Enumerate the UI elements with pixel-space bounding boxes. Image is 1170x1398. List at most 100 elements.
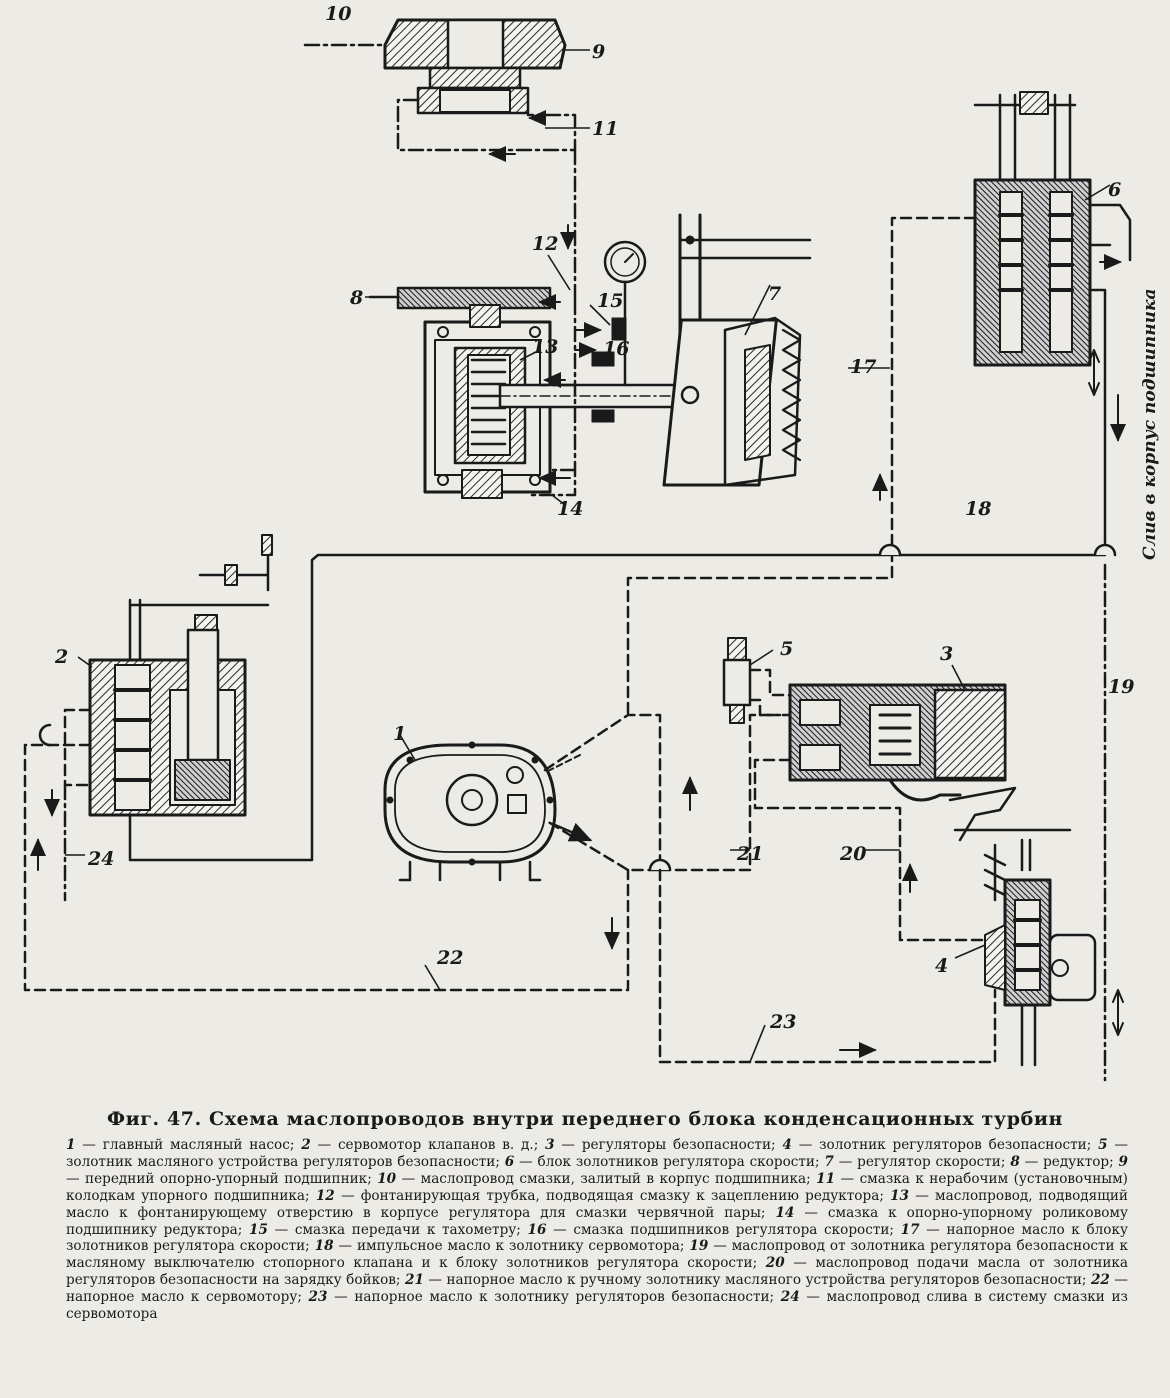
legend-separator: ; xyxy=(305,1187,316,1204)
valve-block-6 xyxy=(973,91,1132,367)
legend-separator: ; xyxy=(289,1137,302,1153)
legend-item: 16 — смазка подшипников регулятора скоро… xyxy=(528,1222,890,1238)
label-13: 13 xyxy=(532,336,558,358)
main-oil-pump-1 xyxy=(383,741,557,882)
legend-item: 23 — напорное масло к золотнику регулято… xyxy=(309,1289,770,1305)
legend-item-text: главный масляный насос xyxy=(102,1137,290,1153)
legend-dash: — xyxy=(396,1170,421,1187)
legend-item-text: напорное масло к золотнику регуляторов б… xyxy=(354,1289,770,1306)
label-17: 17 xyxy=(850,356,876,378)
label-3: 3 xyxy=(940,643,953,665)
legend-separator: ; xyxy=(771,1137,783,1153)
legend-item-number: 19 xyxy=(689,1238,709,1255)
legend-separator: ; xyxy=(1000,1153,1011,1170)
legend-item: 13 — маслопровод, подводящий масло к фон… xyxy=(66,1188,1128,1221)
legend-item-number: 17 xyxy=(900,1221,920,1238)
legend-item-text: маслопровод от золотника регулятора безо… xyxy=(66,1238,1128,1272)
label-14: 14 xyxy=(557,498,583,520)
line-18 xyxy=(128,288,1107,862)
line-23 xyxy=(658,868,997,1064)
legend-item-text: смазка к опорно-упорному роликовому подш… xyxy=(66,1204,1128,1238)
safety-regulators-3 xyxy=(788,683,1072,842)
legend-dash: — xyxy=(267,1221,295,1238)
legend-item-text: регулятор скорости xyxy=(857,1153,1001,1170)
legend-dash: — xyxy=(784,1255,816,1272)
legend-item-text: смазка к нерабочим (установочным) колодк… xyxy=(66,1170,1128,1204)
legend-dash: — xyxy=(1107,1137,1128,1153)
legend-item-text: золотник регуляторов безопасности xyxy=(819,1137,1087,1153)
legend-separator: ; xyxy=(495,1153,505,1170)
label-2: 2 xyxy=(54,646,68,668)
legend-item: 6 — блок золотников регулятора скорости xyxy=(505,1154,815,1170)
legend-dash: — xyxy=(333,1238,357,1255)
legend-item: 20 — маслопровод подачи масла от золотни… xyxy=(66,1255,1128,1288)
legend-separator: ; xyxy=(879,1187,891,1204)
line-22 xyxy=(23,743,630,992)
legend-separator: ; xyxy=(752,1255,766,1272)
line-20 xyxy=(753,758,997,942)
legend-item: 15 — смазка передачи к тахометру xyxy=(249,1222,516,1238)
legend-item-text: передний опорно-упорный подшипник xyxy=(85,1170,368,1187)
label-4: 4 xyxy=(935,955,948,977)
legend-separator: ; xyxy=(806,1170,817,1187)
legend-item-number: 4 xyxy=(782,1137,792,1153)
legend-item-number: 24 xyxy=(780,1289,800,1306)
legend-item-text: редуктор xyxy=(1043,1153,1110,1170)
legend-item-text: маслопровод слива в систему смазки из се… xyxy=(66,1289,1128,1323)
legend-item-number: 8 xyxy=(1010,1153,1020,1170)
legend-item-number: 20 xyxy=(765,1255,785,1272)
legend-item-number: 9 xyxy=(1118,1153,1129,1170)
legend-item-text: напорное масло к ручному золотнику масля… xyxy=(446,1272,1082,1289)
legend-item-number: 15 xyxy=(249,1221,268,1238)
legend-separator: ; xyxy=(1086,1137,1099,1153)
legend-item-number: 14 xyxy=(775,1204,795,1221)
legend-dash: — xyxy=(794,1204,828,1221)
legend-item: 10 — маслопровод смазки, залитый в корпу… xyxy=(377,1171,806,1187)
line-17 xyxy=(626,216,977,717)
legend-dash: — xyxy=(708,1238,732,1255)
legend-item: 7 — регулятор скорости xyxy=(824,1154,1000,1170)
front-thrust-bearing-9 xyxy=(383,18,567,115)
line-12 xyxy=(528,298,577,497)
legend-item-number: 2 xyxy=(301,1137,311,1153)
legend-item: 12 — фонтанирующая трубка, подводящая см… xyxy=(316,1188,879,1204)
legend-item-number: 23 xyxy=(308,1289,328,1306)
legend-separator: ; xyxy=(367,1170,378,1187)
figure-legend: 1 — главный масляный насос; 2 — сервомот… xyxy=(66,1137,1128,1323)
legend-item: 3 — регуляторы безопасности xyxy=(545,1137,771,1153)
label-16: 16 xyxy=(603,338,629,360)
legend-item-text: импульсное масло к золотнику сервомотора xyxy=(357,1238,680,1255)
legend-item-number: 7 xyxy=(824,1153,834,1170)
legend-item-text: смазка передачи к тахометру xyxy=(294,1221,517,1238)
legend-item-text: маслопровод, подводящий масло к фонтанир… xyxy=(66,1187,1128,1221)
legend-separator: ; xyxy=(1109,1153,1119,1170)
legend-item-number: 10 xyxy=(377,1170,397,1187)
figure-caption-title: Фиг. 47. Схема маслопроводов внутри пере… xyxy=(106,1108,1064,1130)
label-20: 20 xyxy=(839,843,866,865)
legend-item: 2 — сервомотор клапанов в. д. xyxy=(301,1137,534,1153)
legend-item-text: фонтанирующая трубка, подводящая смазку … xyxy=(360,1187,880,1204)
legend-item-number: 16 xyxy=(527,1221,547,1238)
legend-dash: — xyxy=(835,1170,860,1187)
legend-dash: — xyxy=(327,1289,355,1306)
legend-separator: ; xyxy=(814,1153,825,1170)
legend-dash: — xyxy=(310,1137,338,1153)
legend-item-text: регуляторы безопасности xyxy=(581,1137,772,1153)
legend-dash: — xyxy=(833,1153,858,1170)
legend-separator: ; xyxy=(395,1272,405,1289)
label-9: 9 xyxy=(592,41,605,63)
legend-item: 1 — главный масляный насос xyxy=(66,1137,290,1153)
label-1: 1 xyxy=(393,723,406,745)
legend-item-text: маслопровод подачи масла от золотника ре… xyxy=(66,1255,1128,1289)
label-7: 7 xyxy=(768,283,781,305)
legend-item-text: смазка подшипников регулятора скорости xyxy=(573,1221,890,1238)
legend-dash: — xyxy=(919,1221,947,1238)
legend-separator: ; xyxy=(889,1221,901,1238)
legend-item: 24 — маслопровод слива в систему смазки … xyxy=(66,1289,1128,1322)
legend-separator: ; xyxy=(769,1289,781,1306)
label-11: 11 xyxy=(592,118,618,140)
label-19: 19 xyxy=(1108,676,1134,698)
reducer-8 xyxy=(368,286,682,499)
line-11 xyxy=(396,98,577,152)
legend-item: 5 — золотник масляного устройства регуля… xyxy=(66,1137,1128,1170)
